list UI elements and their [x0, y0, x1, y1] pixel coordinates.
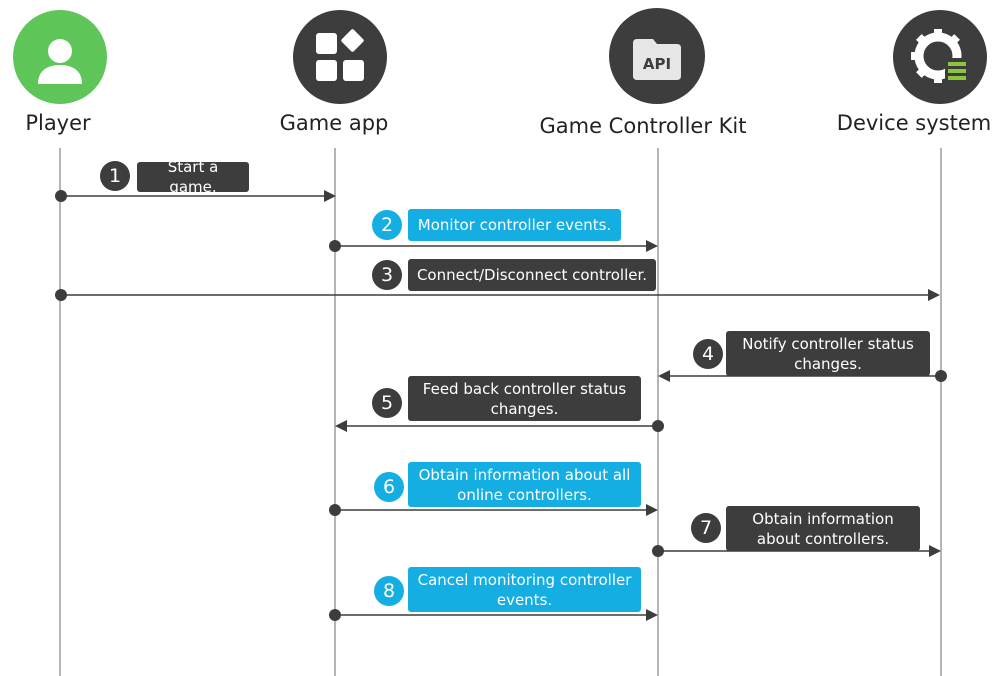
step-number-6: 6	[374, 472, 404, 502]
step-label-7: Obtain information about controllers.	[726, 506, 920, 551]
step-label-2: Monitor controller events.	[408, 209, 621, 241]
step-label-6: Obtain information about all online cont…	[408, 462, 641, 507]
arrow-1	[55, 190, 336, 202]
device-system-avatar	[893, 10, 987, 104]
actor-label-device-system: Device system	[836, 111, 992, 135]
person-icon	[38, 39, 82, 84]
step-number-8: 8	[374, 576, 404, 606]
actor-label-player: Player	[25, 111, 91, 135]
actor-label-game-app: Game app	[279, 111, 389, 135]
step-label-8: Cancel monitoring controller events.	[408, 567, 641, 612]
step-label-3: Connect/Disconnect controller.	[408, 259, 656, 291]
svg-text:API: API	[643, 55, 671, 73]
actor-label-game-controller-kit: Game Controller Kit	[539, 114, 747, 138]
arrow-2	[329, 240, 658, 252]
apps-grid-icon	[316, 29, 364, 81]
lifeline-device-system	[940, 148, 942, 676]
game-app-avatar	[293, 10, 387, 104]
api-folder-icon: API	[633, 39, 681, 80]
arrow-6	[329, 504, 658, 516]
step-number-1: 1	[100, 161, 130, 191]
step-number-4: 4	[693, 339, 723, 369]
step-label-5: Feed back controller status changes.	[408, 376, 641, 421]
lifeline-game-app	[334, 148, 336, 676]
step-label-1: Start a game.	[137, 158, 249, 196]
step-number-5: 5	[372, 388, 402, 418]
step-label-4: Notify controller status changes.	[726, 331, 930, 376]
lifeline-player	[59, 148, 61, 676]
lifeline-game-controller-kit	[657, 148, 659, 676]
arrow-4	[658, 370, 947, 382]
step-number-7: 7	[691, 513, 721, 543]
arrow-3	[55, 289, 940, 301]
arrow-7	[652, 545, 941, 557]
game-controller-kit-avatar: API	[609, 8, 705, 104]
arrow-8	[329, 609, 658, 621]
player-avatar	[13, 10, 107, 104]
arrow-5	[335, 420, 664, 432]
step-number-3: 3	[372, 260, 402, 290]
step-number-2: 2	[372, 210, 402, 240]
gear-list-icon	[911, 29, 969, 84]
